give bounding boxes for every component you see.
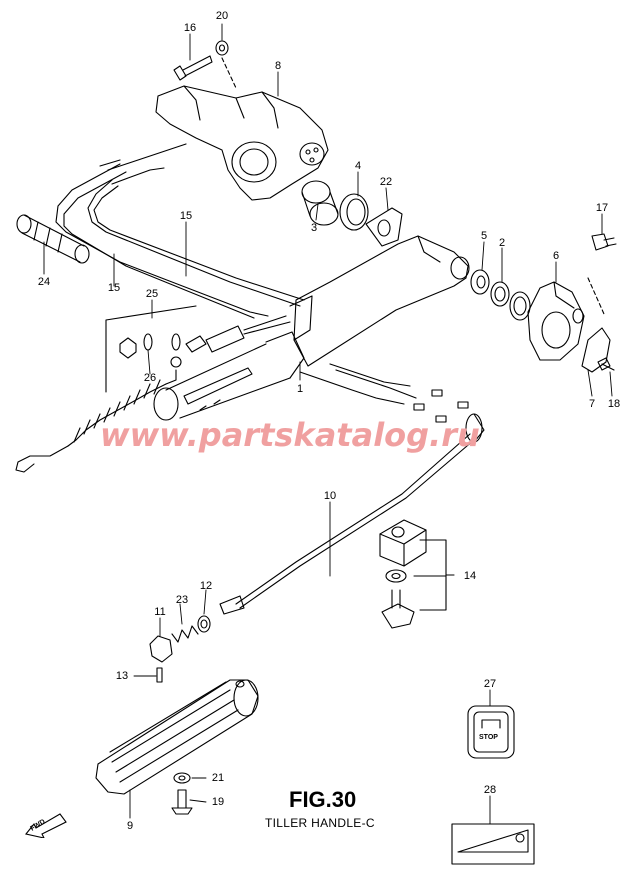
plate-22	[365, 207, 403, 247]
screw-18	[597, 357, 615, 371]
bolt-16	[173, 55, 213, 81]
washer-2	[490, 281, 510, 307]
part-label-25: 25	[145, 288, 159, 300]
part-label-26: 26	[143, 372, 157, 384]
part-label-17: 17	[595, 202, 609, 214]
washer-4	[339, 193, 369, 231]
figure-title: FIG.30	[289, 787, 357, 812]
cable-15	[55, 143, 469, 423]
part-label-8: 8	[274, 60, 282, 72]
washer-20	[215, 40, 229, 56]
screw-19	[171, 789, 193, 815]
leader-dash-20	[221, 57, 237, 89]
grip-9	[95, 679, 259, 795]
part-label-6: 6	[552, 250, 560, 262]
washer-5	[470, 269, 490, 295]
stop-switch-leads	[185, 315, 291, 353]
decal-stop-text: STOP	[479, 734, 498, 741]
part-label-1: 1	[296, 383, 304, 395]
bushing-3	[301, 180, 339, 226]
lanyard-cord	[15, 333, 182, 473]
bracket-8	[155, 85, 329, 201]
spring-23	[171, 625, 199, 643]
part-label-7: 7	[588, 398, 596, 410]
decal-28	[451, 823, 535, 865]
part-label-4: 4	[354, 160, 362, 172]
part-label-10: 10	[323, 490, 337, 502]
figure-subtitle: TILLER HANDLE-C	[265, 816, 375, 830]
part-label-13: 13	[115, 670, 129, 682]
part-label-28: 28	[483, 784, 497, 796]
tiller-arm-1	[153, 235, 470, 421]
throttle-shaft-10	[219, 413, 485, 615]
decal-27	[467, 705, 515, 759]
pin-13	[156, 667, 163, 683]
part-label-19: 19	[211, 796, 225, 808]
part-label-20: 20	[215, 10, 229, 22]
leader-dash-17	[587, 277, 605, 315]
bracket-25	[105, 305, 197, 393]
part-label-27: 27	[483, 678, 497, 690]
part-label-15a: 15	[179, 210, 193, 222]
part-label-21: 21	[211, 772, 225, 784]
part-label-11: 11	[154, 606, 166, 618]
friction-block-14	[379, 519, 455, 629]
screw-17	[591, 233, 617, 251]
part-label-16: 16	[183, 22, 197, 34]
washer-26	[143, 333, 153, 351]
part-label-22: 22	[379, 176, 393, 188]
part-label-24: 24	[37, 276, 51, 288]
bushing-12	[197, 615, 211, 633]
part-label-3: 3	[310, 222, 318, 234]
leader-lines	[43, 23, 613, 825]
washer-21	[173, 772, 191, 784]
cap-11	[149, 635, 173, 663]
watermark-text: www.partskatalog.ru	[100, 416, 480, 454]
plate-7	[581, 327, 611, 373]
part-label-18: 18	[607, 398, 621, 410]
washer-extra	[509, 291, 531, 321]
part-label-15b: 15	[107, 282, 121, 294]
nut-25	[119, 337, 137, 359]
part-label-5: 5	[480, 230, 488, 242]
part-label-14: 14	[463, 570, 477, 582]
grip-sleeve-24	[16, 214, 90, 264]
part-label-23: 23	[175, 594, 189, 606]
fwd-arrow-icon	[25, 813, 67, 838]
bracket-6	[527, 281, 585, 361]
part-label-12: 12	[199, 580, 213, 592]
part-label-2: 2	[498, 237, 506, 249]
part-label-9: 9	[126, 820, 134, 832]
